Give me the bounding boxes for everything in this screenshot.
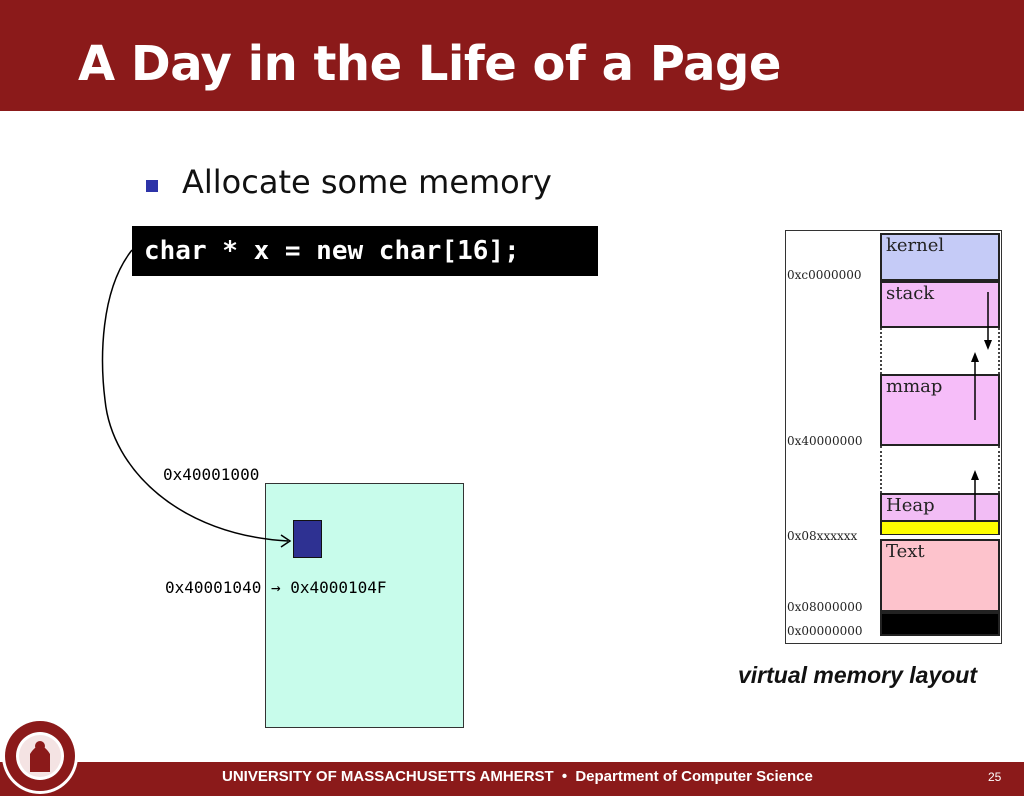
- page-number: 25: [988, 770, 1002, 784]
- vm-caption: virtual memory layout: [738, 662, 978, 688]
- stack-mmap-gap: [880, 328, 1000, 374]
- bullet-text: Allocate some memory: [182, 163, 552, 201]
- code-snippet: char * x = new char[16];: [144, 236, 520, 266]
- addr-text-base: 0x08000000: [787, 600, 863, 614]
- addr-kernel-base: 0xc0000000: [787, 268, 862, 282]
- bullet-square-icon: [146, 180, 158, 192]
- slide-title: A Day in the Life of a Page: [78, 36, 781, 92]
- footer-university: UNIVERSITY OF MASSACHUSETTS AMHERST: [222, 768, 554, 785]
- mmap-segment: mmap: [880, 374, 1000, 446]
- kernel-segment: kernel: [880, 233, 1000, 281]
- footer-department: Department of Computer Science: [575, 768, 813, 785]
- text-segment: Text: [880, 539, 1000, 612]
- university-seal-icon: [2, 718, 78, 794]
- footer-separator: •: [561, 768, 568, 785]
- heap-allocated-band: [880, 521, 1000, 535]
- footer-bar: [0, 762, 1024, 796]
- page-address-label: 0x40001000: [163, 465, 260, 484]
- text-label: Text: [886, 541, 925, 562]
- stack-label: stack: [886, 283, 935, 304]
- footer-text: UNIVERSITY OF MASSACHUSETTS AMHERST • De…: [222, 768, 813, 785]
- addr-heap-top: 0x08xxxxxx: [787, 529, 858, 543]
- mmap-heap-gap: [880, 446, 1000, 493]
- code-box: [132, 226, 598, 276]
- header-bar: [0, 0, 1024, 111]
- alloc-range-label: 0x40001040 → 0x4000104F: [165, 578, 387, 597]
- kernel-label: kernel: [886, 235, 945, 256]
- mmap-label: mmap: [886, 376, 943, 397]
- allocated-block: [293, 520, 322, 558]
- stack-segment: stack: [880, 281, 1000, 328]
- heap-label: Heap: [886, 495, 935, 516]
- addr-zero: 0x00000000: [787, 624, 863, 638]
- reserved-segment: [880, 612, 1000, 636]
- addr-mmap-base: 0x40000000: [787, 434, 863, 448]
